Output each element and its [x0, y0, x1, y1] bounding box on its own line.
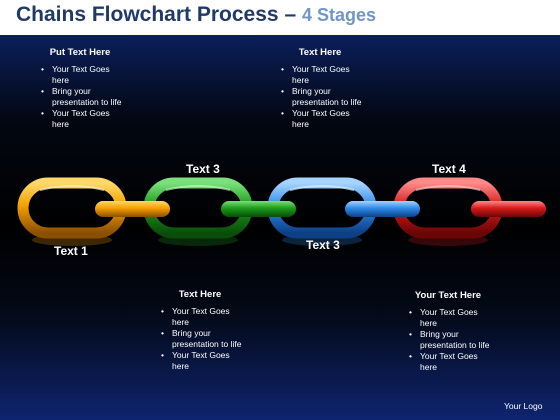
bullet-item: Your Text Goes here — [281, 108, 362, 130]
title-dash: – — [284, 3, 297, 26]
bullet-item: Your Text Goes here — [409, 351, 490, 373]
title-main-text: Chains Flowchart Process — [16, 3, 279, 26]
title-bar: Chains Flowchart Process – 4 Stages — [0, 0, 560, 35]
textbox-header: Text Here — [298, 47, 342, 58]
textbox-header: Your Text Here — [414, 290, 482, 301]
bullet-item: Your Text Goes here — [161, 306, 242, 328]
highlight-1 — [39, 185, 105, 191]
label-link-1: Text 1 — [54, 244, 88, 258]
label-link-4: Text 4 — [432, 162, 466, 176]
connector-4 — [471, 201, 546, 217]
bullet-item: Bring your presentation to life — [41, 86, 122, 108]
title-stages: 4 Stages — [301, 5, 377, 25]
logo-placeholder: Your Logo — [504, 401, 543, 411]
textbox-top-center: Text Here Your Text Goes here Bring your… — [278, 47, 362, 130]
bullet-item: Your Text Goes here — [161, 350, 242, 372]
connector-3 — [345, 201, 420, 217]
label-link-2: Text 3 — [186, 162, 220, 176]
bullet-item: Your Text Goes here — [281, 64, 362, 86]
slide-title: Chains Flowchart Process – 4 Stages — [16, 3, 376, 27]
highlight-4 — [415, 185, 481, 191]
highlight-2 — [165, 185, 231, 191]
textbox-header: Put Text Here — [49, 47, 111, 58]
bullet-item: Your Text Goes here — [41, 64, 122, 86]
highlight-3 — [289, 185, 355, 191]
bullet-item: Your Text Goes here — [409, 307, 490, 329]
bullet-item: Bring your presentation to life — [409, 329, 490, 351]
textbox-top-left: Put Text Here Your Text Goes here Bring … — [38, 47, 122, 130]
connector-2 — [221, 201, 296, 217]
textbox-header: Text Here — [178, 289, 222, 300]
connector-1 — [95, 201, 170, 217]
bullet-item: Bring your presentation to life — [281, 86, 362, 108]
bullet-item: Bring your presentation to life — [161, 328, 242, 350]
label-link-3: Text 3 — [306, 238, 340, 252]
textbox-bottom-left: Text Here Your Text Goes here Bring your… — [158, 289, 242, 372]
textbox-bottom-right: Your Text Here Your Text Goes here Bring… — [406, 290, 490, 373]
bullet-item: Your Text Goes here — [41, 108, 122, 130]
